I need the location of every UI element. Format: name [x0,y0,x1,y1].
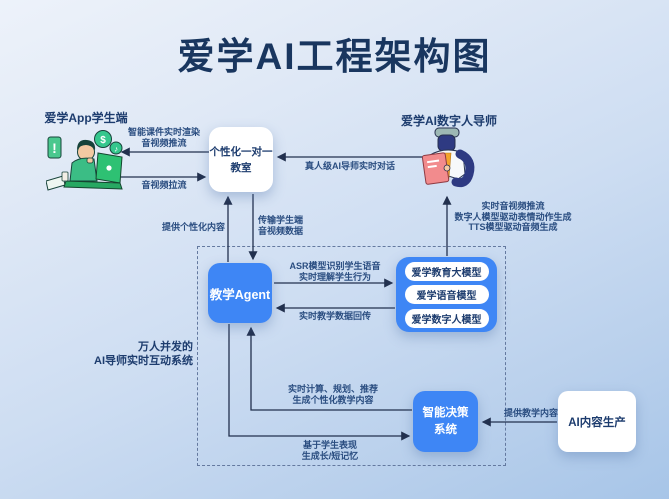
edge-label-student-av-l1: 传输学生端 [258,215,304,225]
edge-label-memory-l2: 生成长/短记忆 [301,450,359,461]
agent-label: 教学Agent [209,287,271,302]
svg-text:♪: ♪ [114,145,118,154]
edge-label-memory-l1: 基于学生表现 [302,440,357,450]
system-boundary-caption: 万人并发的 AI导师实时互动系统 [58,340,193,368]
teaching-agent-node: 教学Agent [208,263,272,323]
system-boundary-rect [197,246,506,466]
edge-label-render-stream-l2: 音视频推流 [141,137,187,148]
edge-label-asr-l1: ASR模型识别学生语音 [289,261,381,271]
edge-label-personalized: 提供个性化内容 [161,222,225,232]
exclamation-card-icon: ! [47,136,62,159]
model-pill-speech: 爱学语音模型 [404,285,489,304]
edge-label-pull-stream: 音视频拉流 [141,180,187,190]
edge-label-render-stream: 智能课件实时渲染 音视频推流 [111,127,217,148]
tutor-node-label: 爱学AI数字人导师 [400,114,497,128]
edge-label-student-av-l2: 音视频数据 [258,225,304,236]
caption-line1: 万人并发的 [138,341,193,353]
svg-text:!: ! [52,140,57,156]
edge-label-provide-content: 提供教学内容 [503,408,558,418]
decision-label-line1: 智能决策 [422,406,469,419]
cup-icon [61,171,69,182]
model-stack-node: 爱学教育大模型 爱学语音模型 爱学数字人模型 [396,257,497,332]
edge-label-render-stream-l1: 智能课件实时渲染 [127,127,200,137]
ai-content-node: AI内容生产 [558,391,636,452]
classroom-node: 个性化一对一 教室 [209,127,273,192]
svg-text:$: $ [100,135,106,146]
student-figure [69,139,98,182]
edge-label-tutor-dialog: 真人级AI导师实时对话 [304,161,395,171]
edge-label-tutor-stream: 实时音视频推流 数字人模型驱动表情动作生成 TTS模型驱动音频生成 [440,201,586,233]
edge-label-asr: ASR模型识别学生语音 实时理解学生行为 [283,261,387,282]
model-pill-education: 爱学教育大模型 [404,261,489,281]
laptop-icon [63,152,123,190]
edge-label-tutor-stream-l3: TTS模型驱动音频生成 [468,222,558,232]
edge-label-student-av: 传输学生端 音视频数据 [258,215,318,236]
speech-bubbles-icon: $ ♪ [94,130,123,155]
edge-label-data-return: 实时教学数据回传 [298,311,371,321]
edge-label-realtime-compute-l1: 实时计算、规划、推荐 [287,384,378,394]
hand [443,164,451,172]
edge-label-memory: 基于学生表现 生成长/短记忆 [290,440,370,461]
tutor-illustration [421,127,475,188]
edge-label-tutor-stream-l2: 数字人模型驱动表情动作生成 [454,211,572,222]
student-illustration: $ ♪ ! [46,130,123,191]
decision-system-node: 智能决策 系统 [413,391,478,452]
edge-label-realtime-compute: 实时计算、规划、推荐 生成个性化教学内容 [283,384,383,405]
classroom-label-line1: 个性化一对一 [209,145,273,158]
decision-label-line2: 系统 [434,423,457,436]
edge-label-realtime-compute-l2: 生成个性化教学内容 [292,394,374,405]
student-node-label: 爱学App学生端 [44,111,128,125]
page-title: 爱学AI工程架构图 [177,36,492,77]
edge-label-asr-l2: 实时理解学生行为 [298,271,371,282]
caption-line2: AI导师实时互动系统 [94,355,193,367]
edge-label-tutor-stream-l1: 实时音视频推流 [481,201,545,211]
model-pill-digital-human: 爱学数字人模型 [404,308,489,328]
ai-content-label: AI内容生产 [568,416,626,429]
classroom-label-line2: 教室 [230,161,252,174]
